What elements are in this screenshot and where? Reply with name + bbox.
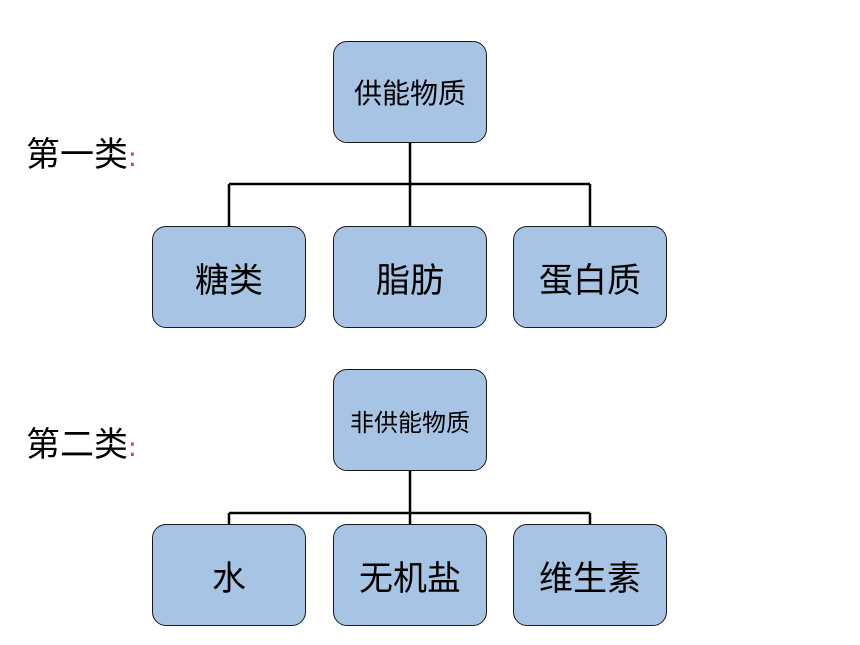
category-label-1: 第一类: [26,138,137,172]
child-node-1-2: 脂肪 [333,226,487,328]
category-label-2: 第二类: [26,428,137,462]
category-label-1-text: 第一类 [26,135,128,175]
category-label-2-colon: : [128,433,137,463]
child-node-2-3: 维生素 [513,524,667,626]
child-node-1-3: 蛋白质 [513,226,667,328]
child-node-2-2: 无机盐 [333,524,487,626]
child-node-1-1: 糖类 [152,226,306,328]
child-node-2-1: 水 [152,524,306,626]
root-node-2: 非供能物质 [333,369,487,471]
category-label-2-text: 第二类 [26,425,128,465]
root-node-1: 供能物质 [333,41,487,143]
category-label-1-colon: : [128,143,137,173]
